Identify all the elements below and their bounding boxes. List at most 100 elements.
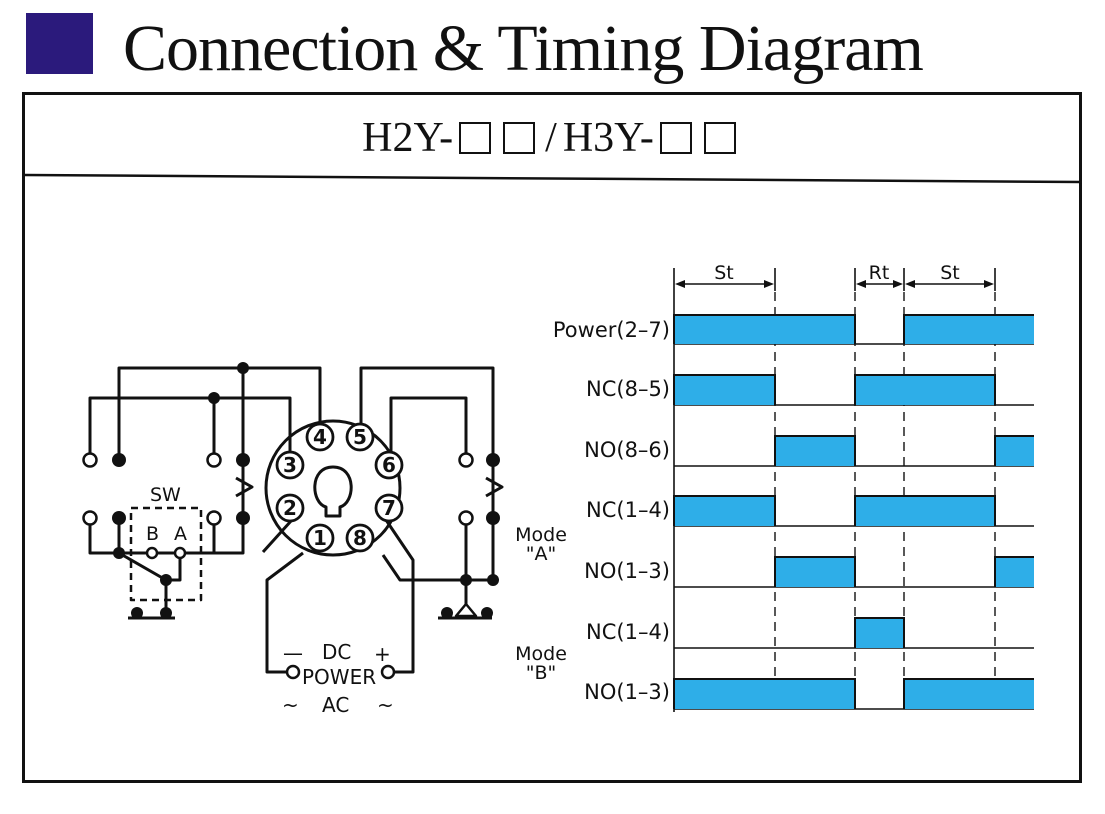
pin-7 (374, 493, 404, 523)
dc-label: DC (322, 640, 351, 664)
contact-arrow (485, 476, 504, 498)
pin-label: 3 (283, 453, 297, 477)
plus-sign: + (374, 642, 391, 666)
model-separator: / (545, 115, 557, 161)
wire (359, 366, 495, 460)
pin-label: 8 (353, 526, 367, 550)
socket-outline (264, 419, 402, 557)
terminal-open (285, 664, 301, 680)
row-label-no-1-3-a: NO(1–3) (584, 559, 670, 583)
power-label: POWER (302, 665, 376, 689)
pin-2 (275, 493, 305, 523)
socket-pins (275, 422, 404, 553)
junction-dot (160, 574, 172, 586)
terminal-open (458, 452, 474, 468)
row-label-nc-1-4-b: NC(1–4) (586, 620, 670, 644)
wire (384, 519, 415, 674)
signal-edge (854, 374, 996, 405)
signal-edge (673, 495, 776, 526)
signal-edge (854, 495, 996, 526)
pin-label: 6 (382, 453, 396, 477)
model-code-box (503, 122, 536, 154)
signal-edge (673, 314, 856, 344)
signal-pulse (674, 679, 855, 709)
signal-edge (673, 678, 856, 709)
wire (265, 551, 304, 674)
signal-row-nc-1-4-a (673, 495, 1034, 527)
signal-row-no-1-3-b (673, 678, 1034, 710)
terminal-filled (486, 511, 500, 525)
terminal-filled (236, 511, 250, 525)
signal-pulse (855, 496, 995, 526)
signal-edge (854, 617, 905, 648)
terminal-open (173, 546, 187, 560)
wire (261, 519, 293, 554)
page-title: Connection & Timing Diagram (123, 12, 924, 85)
connection-diagram (88, 366, 504, 674)
pin-4 (305, 422, 335, 452)
pin-labels: 4 5 3 6 2 7 1 8 (283, 425, 396, 550)
model-code-box (659, 122, 692, 154)
junction-dot (460, 574, 472, 586)
terminal-open (206, 452, 222, 468)
tilde-left: ~ (282, 693, 299, 717)
signal-edge (673, 374, 776, 405)
terminal-open (380, 664, 396, 680)
pin-label: 1 (313, 526, 327, 550)
row-label-power: Power(2–7) (553, 318, 670, 342)
row-label-nc-8-5: NC(8–5) (586, 377, 670, 401)
model-code-box (459, 122, 492, 154)
tilde-right: ~ (377, 693, 394, 717)
row-label-nc-1-4-a: NC(1–4) (586, 498, 670, 522)
signal-row-no-8-6 (674, 435, 1034, 467)
signal-pulse (674, 496, 775, 526)
socket-key (313, 465, 353, 518)
hollow-terminals (82, 452, 474, 680)
terminal-filled (131, 607, 143, 619)
signal-row-no-1-3-a (674, 556, 1034, 588)
signal-pulse (855, 375, 995, 405)
pin-1 (305, 523, 335, 553)
terminal-filled (236, 453, 250, 467)
title-accent-square (26, 13, 93, 74)
model-code-box (703, 122, 736, 154)
junction-dot (487, 574, 499, 586)
signal-edge (903, 678, 1034, 709)
contact-arrow (235, 476, 254, 498)
wire (117, 366, 322, 460)
junction-dot (237, 362, 249, 374)
pin-6 (374, 450, 404, 480)
row-label-no-1-3-b: NO(1–3) (584, 680, 670, 704)
switch-label: SW (150, 484, 181, 506)
timing-diagram: St Rt St Power(2–7) NC(8–5) NO(8–6) NC(1… (515, 262, 1034, 712)
interval-st: St (940, 262, 960, 284)
signal-edge (994, 435, 1034, 466)
signal-pulse (995, 436, 1034, 466)
pin-3 (275, 450, 305, 480)
signal-rows (673, 314, 1034, 710)
minus-sign: — (283, 641, 303, 665)
signal-pulse (995, 557, 1034, 587)
terminal-filled (112, 453, 126, 467)
mode-a-label: Mode (515, 524, 567, 546)
row-label-no-8-6: NO(8–6) (584, 438, 670, 462)
terminal-open (458, 510, 474, 526)
model-prefix-a: H2Y- (362, 115, 454, 161)
terminal-open (206, 510, 222, 526)
row-labels: Power(2–7) NC(8–5) NO(8–6) NC(1–4) NO(1–… (553, 318, 670, 704)
connection-dots (112, 362, 500, 619)
signal-row-nc-1-4-b (674, 617, 1034, 649)
signal-pulse (775, 436, 855, 466)
wire (381, 518, 495, 582)
terminal-open (82, 510, 98, 526)
signal-row-power (673, 314, 1034, 345)
header-divider (24, 173, 1083, 184)
signal-pulse (855, 618, 904, 648)
model-designation: H2Y- / H3Y- (25, 95, 1079, 181)
wire (389, 396, 468, 463)
switch-pos-b: B (146, 523, 159, 545)
triangle-mark (454, 602, 478, 618)
junction-dot (113, 547, 125, 559)
mode-b-value: "B" (526, 662, 557, 684)
